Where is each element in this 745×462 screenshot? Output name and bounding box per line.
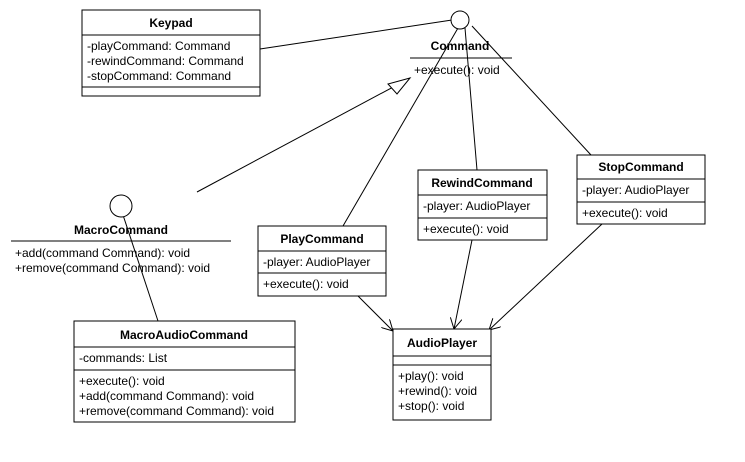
macroaudiocommand-method-2: +add(command Command): void — [79, 389, 254, 403]
rewindcommand-command-line — [464, 27, 478, 171]
command-interface: Command +execute(): void — [410, 39, 512, 77]
macrocommand-name: MacroCommand — [74, 223, 168, 237]
rewindcommand-box — [417, 169, 548, 241]
macrocommand-method-2: +remove(command Command): void — [15, 261, 210, 275]
rewindcommand-method-1: +execute(): void — [423, 222, 509, 236]
command-method-1: +execute(): void — [414, 63, 500, 77]
playcommand-name: PlayCommand — [280, 232, 363, 246]
macroaudiocommand-macrocommand-line — [122, 214, 159, 322]
playcommand-attribute-1: -player: AudioPlayer — [263, 255, 370, 269]
macroaudiocommand-class: MacroAudioCommand -commands: List +execu… — [73, 320, 296, 423]
rewindcommand-audioplayer-dependency — [454, 239, 473, 329]
connectors — [122, 19, 603, 331]
stopcommand-box — [576, 154, 706, 225]
keypad-class: Keypad -playCommand: Command -rewindComm… — [81, 9, 261, 97]
stopcommand-class: StopCommand -player: AudioPlayer +execut… — [576, 154, 706, 225]
stopcommand-attribute-1: -player: AudioPlayer — [582, 183, 689, 197]
keypad-command-association — [259, 19, 453, 50]
interface-circle-icon — [450, 10, 470, 30]
stopcommand-command-line — [471, 25, 592, 156]
playcommand-method-1: +execute(): void — [263, 277, 349, 291]
audioplayer-method-2: +rewind(): void — [398, 384, 477, 398]
rewindcommand-name: RewindCommand — [431, 176, 532, 190]
audioplayer-method-1: +play(): void — [398, 369, 464, 383]
macrocommand-interface: MacroCommand +add(command Command): void… — [11, 223, 231, 275]
playcommand-audioplayer-dependency — [357, 295, 393, 331]
command-interface-name: Command — [431, 39, 490, 53]
macroaudiocommand-box — [73, 320, 296, 423]
keypad-attribute-1: -playCommand: Command — [87, 39, 230, 53]
playcommand-box — [257, 225, 387, 297]
audioplayer-class: AudioPlayer +play(): void +rewind(): voi… — [392, 328, 492, 421]
macroaudiocommand-attribute-1: -commands: List — [79, 351, 168, 365]
realization-arrowhead — [387, 77, 412, 95]
keypad-box — [81, 9, 261, 97]
playcommand-class: PlayCommand -player: AudioPlayer +execut… — [257, 225, 387, 297]
playcommand-command-line — [342, 27, 459, 227]
rewindcommand-class: RewindCommand -player: AudioPlayer +exec… — [417, 169, 548, 241]
stopcommand-name: StopCommand — [598, 160, 683, 174]
audioplayer-box — [392, 328, 492, 421]
keypad-attribute-2: -rewindCommand: Command — [87, 54, 244, 68]
interface-circle-icon — [109, 194, 133, 218]
rewindcommand-attribute-1: -player: AudioPlayer — [423, 199, 530, 213]
keypad-attribute-3: -stopCommand: Command — [87, 69, 231, 83]
macroaudiocommand-method-1: +execute(): void — [79, 374, 165, 388]
stopcommand-audioplayer-dependency — [489, 223, 603, 330]
audioplayer-name: AudioPlayer — [407, 336, 477, 350]
macrocommand-interface-lollipop — [109, 194, 133, 218]
macroaudiocommand-method-3: +remove(command Command): void — [79, 404, 274, 418]
audioplayer-method-3: +stop(): void — [398, 399, 464, 413]
stopcommand-method-1: +execute(): void — [582, 206, 668, 220]
command-interface-lollipop — [450, 10, 470, 30]
macroaudiocommand-name: MacroAudioCommand — [120, 328, 248, 342]
keypad-name: Keypad — [149, 16, 192, 30]
macrocommand-realization-line — [196, 77, 411, 193]
macrocommand-method-1: +add(command Command): void — [15, 246, 190, 260]
